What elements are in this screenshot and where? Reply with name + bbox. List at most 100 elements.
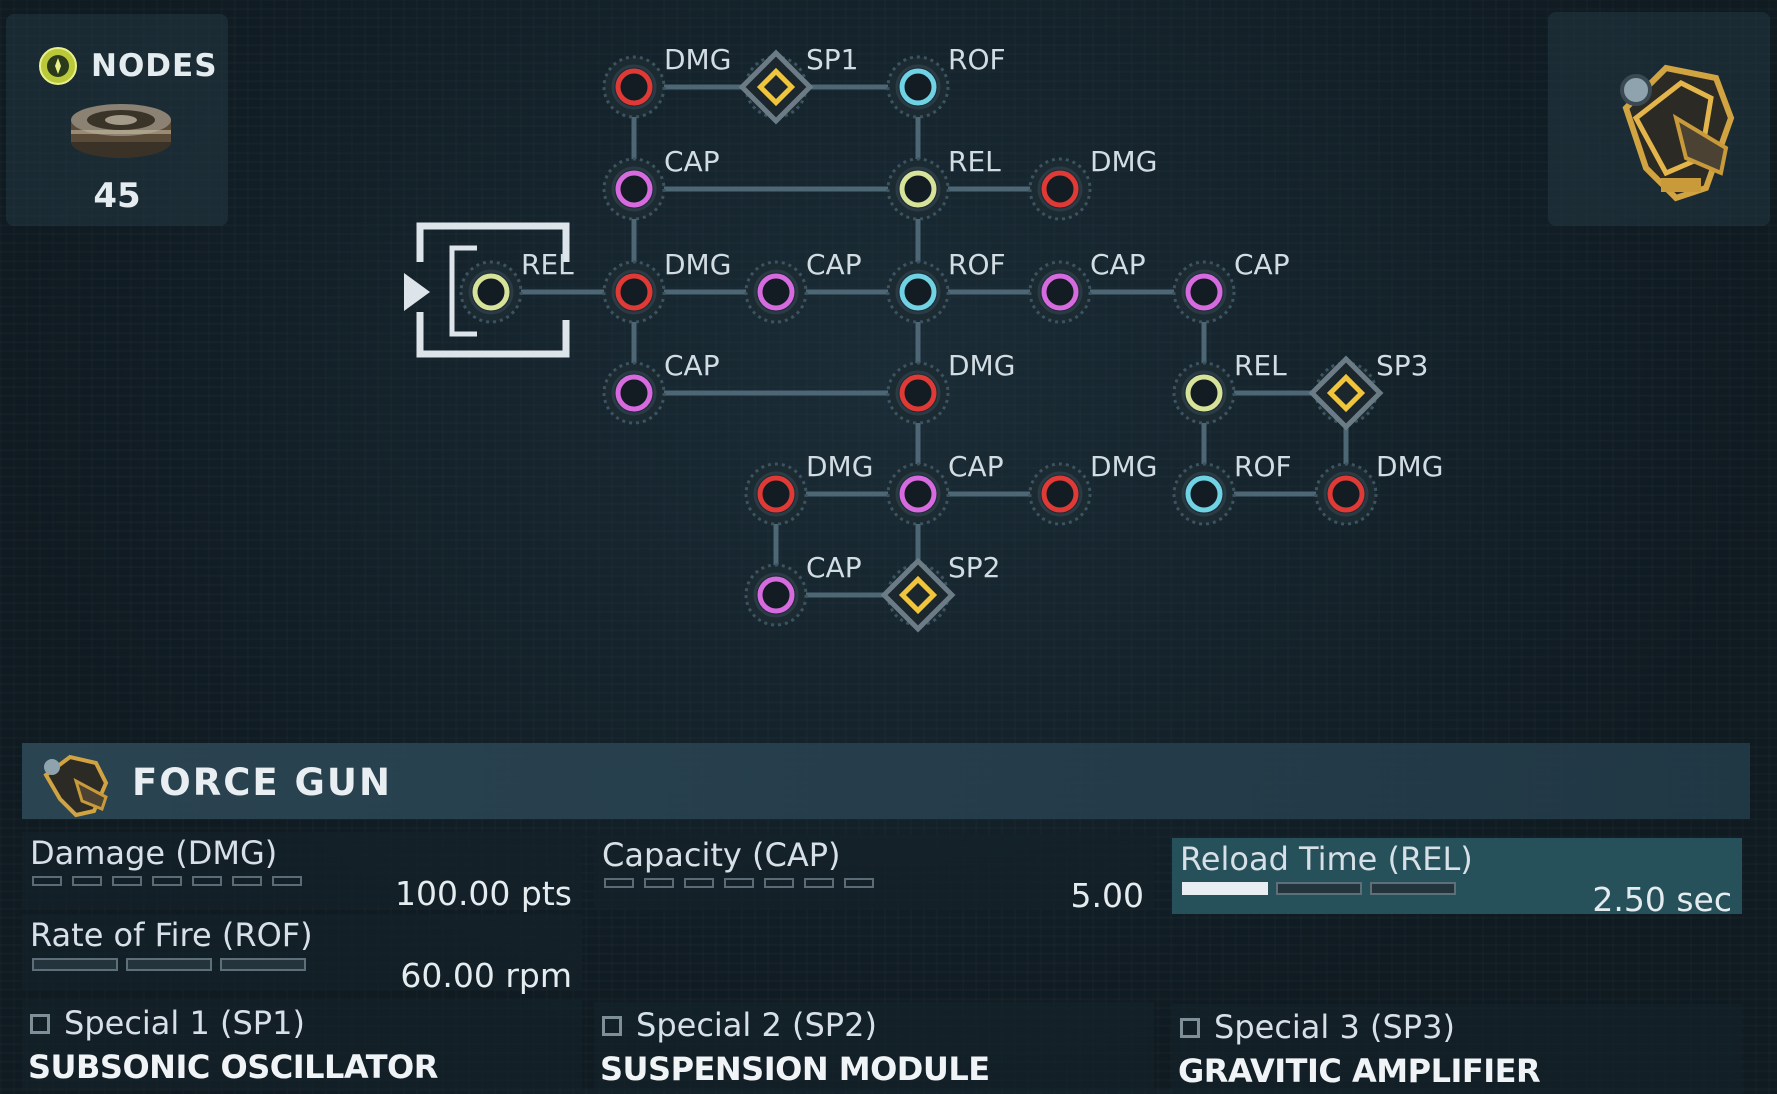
stat-segment: [192, 876, 222, 886]
tree-node-cap[interactable]: CAP: [744, 551, 862, 627]
stat-segment: [684, 878, 714, 888]
node-outer-ring: [753, 572, 799, 618]
node-outer-ring: [1181, 370, 1227, 416]
node-outer-ring: [895, 166, 941, 212]
node-ring: [899, 374, 937, 412]
node-ring: [899, 475, 937, 513]
stat-segment: [804, 878, 834, 888]
special-1-label: Special 1 (SP1): [64, 1004, 305, 1042]
node-outer-ring: [895, 64, 941, 110]
node-ring: [1185, 273, 1223, 311]
weapon-name: FORCE GUN: [132, 761, 392, 804]
stat-segments: [604, 878, 874, 888]
node-label: CAP: [806, 248, 862, 281]
node-ring: [1185, 475, 1223, 513]
special-1[interactable]: Special 1 (SP1) SUBSONIC OSCILLATOR: [22, 1000, 582, 1090]
tree-node-dmg[interactable]: DMG: [1028, 450, 1157, 526]
node-outer-ring: [895, 269, 941, 315]
tree-node-dmg[interactable]: DMG: [602, 248, 731, 324]
special-2-label: Special 2 (SP2): [636, 1006, 877, 1044]
tree-node-cap[interactable]: CAP: [602, 349, 720, 425]
node-ring: [1041, 170, 1079, 208]
tree-node-rel[interactable]: REL: [886, 145, 1001, 221]
node-outer-ring: [1323, 471, 1369, 517]
tree-node-sp[interactable]: SP2: [880, 551, 1000, 633]
node-outer-ring: [611, 166, 657, 212]
node-outer-ring: [1037, 471, 1083, 517]
node-label: DMG: [806, 450, 873, 483]
node-outer-ring: [1181, 269, 1227, 315]
node-label: DMG: [664, 248, 731, 281]
tree-node-rof[interactable]: ROF: [1172, 450, 1292, 526]
tree-node-dmg[interactable]: DMG: [1314, 450, 1443, 526]
stat-bar-segment: [1182, 882, 1268, 895]
tree-node-sp[interactable]: SP3: [1308, 349, 1428, 431]
stat-segment: [112, 876, 142, 886]
stat-segment: [844, 878, 874, 888]
node-ring: [757, 475, 795, 513]
stat-segment: [152, 876, 182, 886]
tree-node-cap[interactable]: CAP: [1028, 248, 1146, 324]
start-arrow-icon: [404, 273, 430, 311]
tree-node-rel[interactable]: REL: [459, 248, 574, 324]
tree-node-dmg[interactable]: DMG: [886, 349, 1015, 425]
stat-segment: [72, 876, 102, 886]
special-2[interactable]: Special 2 (SP2) SUSPENSION MODULE: [594, 1002, 1154, 1092]
tree-node-cap[interactable]: CAP: [744, 248, 862, 324]
special-2-name: SUSPENSION MODULE: [600, 1050, 990, 1088]
special-3-name: GRAVITIC AMPLIFIER: [1178, 1052, 1541, 1090]
force-gun-icon: [43, 754, 109, 818]
node-label: DMG: [1090, 145, 1157, 178]
node-ring: [899, 273, 937, 311]
node-outer-ring: [1037, 166, 1083, 212]
node-label: SP1: [806, 43, 858, 76]
node-label: ROF: [948, 248, 1006, 281]
tree-node-sp[interactable]: SP1: [738, 43, 858, 125]
node-ring: [615, 273, 653, 311]
stat-reload[interactable]: Reload Time (REL) 2.50 sec: [1172, 838, 1742, 919]
node-ring: [899, 68, 937, 106]
node-label: ROF: [948, 43, 1006, 76]
special-3[interactable]: Special 3 (SP3) GRAVITIC AMPLIFIER: [1172, 1004, 1742, 1094]
special-2-checkbox[interactable]: [602, 1016, 622, 1036]
stat-damage[interactable]: Damage (DMG) 100.00 pts: [22, 832, 582, 913]
stat-segment: [724, 878, 754, 888]
tree-node-rel[interactable]: REL: [1172, 349, 1287, 425]
stat-capacity[interactable]: Capacity (CAP) 5.00: [594, 834, 1154, 915]
tree-node-rof[interactable]: ROF: [886, 248, 1006, 324]
node-label: DMG: [1090, 450, 1157, 483]
special-1-name: SUBSONIC OSCILLATOR: [28, 1048, 438, 1086]
node-label: DMG: [1376, 450, 1443, 483]
stat-rate-of-fire[interactable]: Rate of Fire (ROF) 60.00 rpm: [22, 914, 582, 995]
stat-name: Capacity (CAP): [602, 836, 841, 874]
special-3-checkbox[interactable]: [1180, 1018, 1200, 1038]
tree-node-dmg[interactable]: DMG: [602, 43, 731, 119]
stat-bar-segment: [220, 958, 306, 971]
tree-node-rof[interactable]: ROF: [886, 43, 1006, 119]
node-ring: [1041, 475, 1079, 513]
special-1-checkbox[interactable]: [30, 1014, 50, 1034]
node-outer-ring: [753, 269, 799, 315]
node-outer-ring: [611, 370, 657, 416]
stat-segment: [272, 876, 302, 886]
node-ring: [615, 374, 653, 412]
stat-value: 100.00 pts: [394, 874, 572, 913]
tree-node-dmg[interactable]: DMG: [1028, 145, 1157, 221]
node-ring: [1185, 374, 1223, 412]
node-label: CAP: [948, 450, 1004, 483]
tree-node-cap[interactable]: CAP: [886, 450, 1004, 526]
stat-value: 5.00: [1070, 876, 1144, 915]
stat-bar-segment: [1276, 882, 1362, 895]
tree-node-dmg[interactable]: DMG: [744, 450, 873, 526]
node-outer-ring: [468, 269, 514, 315]
special-diamond-icon: [898, 575, 938, 615]
stat-segments: [32, 876, 302, 886]
stat-segment: [604, 878, 634, 888]
tree-node-cap[interactable]: CAP: [1172, 248, 1290, 324]
node-label: REL: [948, 145, 1001, 178]
node-label: REL: [1234, 349, 1287, 382]
node-label: SP3: [1376, 349, 1428, 382]
weapon-thumbnail: [1548, 12, 1770, 226]
special-3-label: Special 3 (SP3): [1214, 1008, 1455, 1046]
tree-node-cap[interactable]: CAP: [602, 145, 720, 221]
